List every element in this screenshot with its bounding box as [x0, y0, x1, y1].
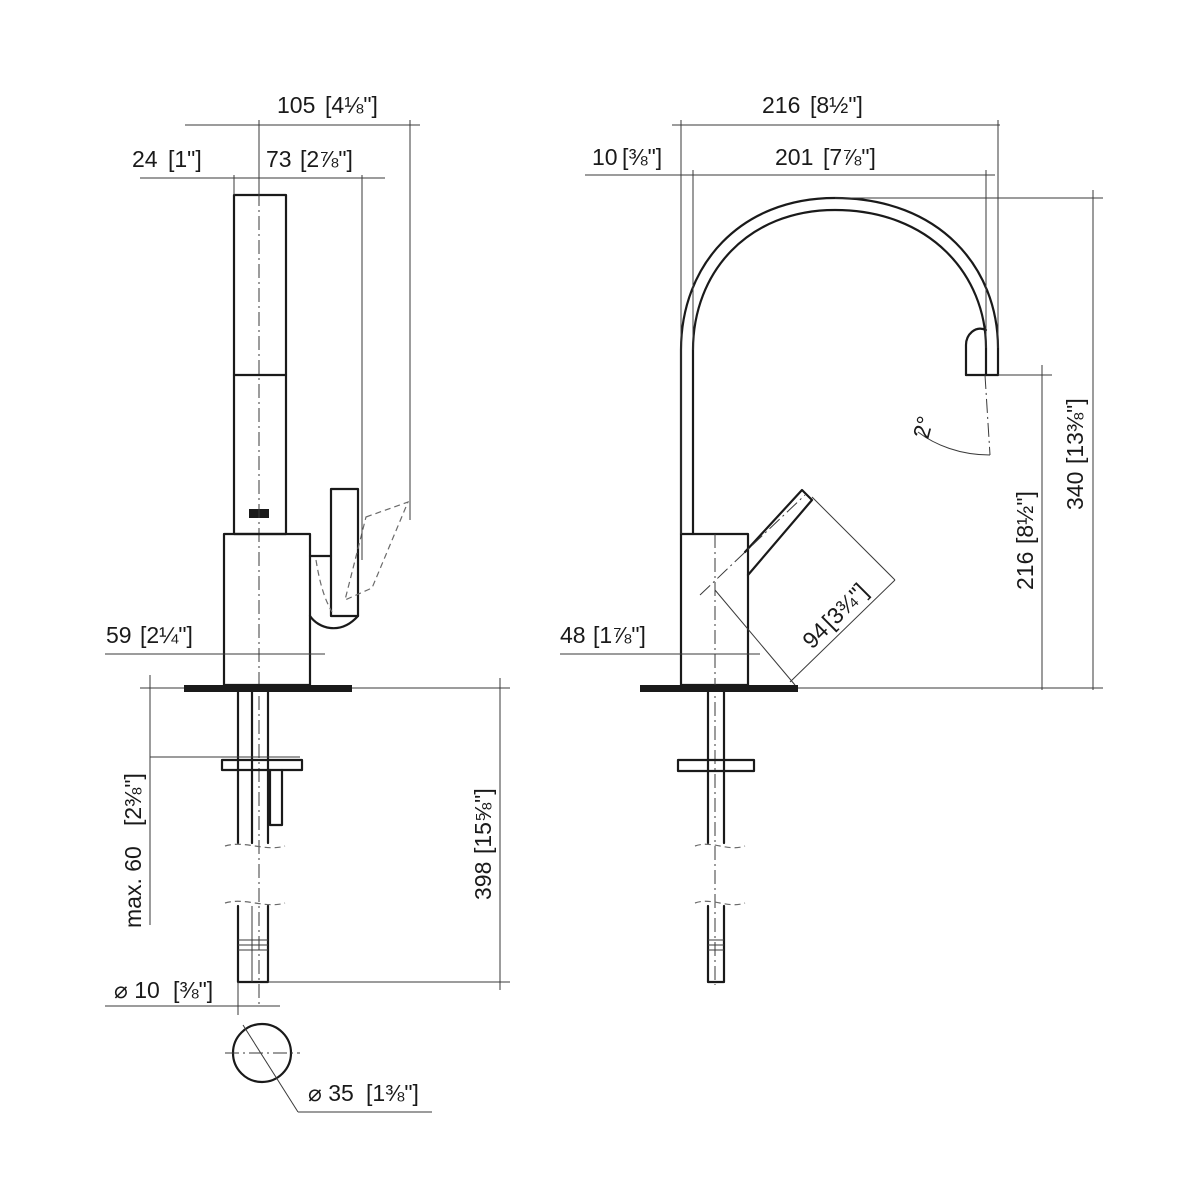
label-24-inch: [1"] — [168, 146, 202, 172]
front-spout-axis — [984, 374, 991, 456]
label-73: 73 [2⅞"] — [266, 146, 353, 172]
label-216-height-inch: [8½"] — [1012, 491, 1038, 544]
label-59-value: 59 — [106, 622, 132, 648]
side-deck-plate — [184, 685, 352, 692]
front-spout-nozzle — [964, 327, 988, 377]
side-break-bottom — [224, 900, 286, 906]
label-10-inch: [⅜"] — [622, 144, 662, 170]
front-deck-plate — [640, 685, 798, 692]
label-216-width-fraction: 8½" — [816, 92, 856, 118]
label-10: 10 [⅜"] — [592, 144, 662, 170]
label-105-inch: [4⅛"] — [325, 92, 378, 118]
label-216-width-inch: [8½"] — [810, 92, 863, 118]
label-59: 59 [2¼"] — [106, 622, 193, 648]
side-lever — [329, 487, 360, 618]
label-340: 340 [13⅜"] — [1062, 398, 1088, 510]
side-mounting-plate — [220, 758, 304, 772]
label-201-value: 201 — [775, 144, 813, 170]
label-398-inch: [15⅝"] — [470, 788, 496, 854]
label-398-fraction: 15⅝" — [470, 795, 496, 848]
side-base-leader — [242, 1024, 299, 1113]
label-10-value: 10 — [592, 144, 618, 170]
label-diameter-10: ⌀ 10 [⅜"] — [114, 977, 213, 1003]
label-398: 398 [15⅝"] — [470, 788, 496, 900]
label-48-fraction: 1⅞" — [599, 622, 639, 648]
side-shank — [236, 690, 270, 845]
side-lever-neck — [308, 554, 360, 630]
label-94-fraction: 3¾" — [821, 582, 868, 629]
label-diameter-10-inch: [⅜"] — [173, 977, 213, 1003]
label-angle-value: 2° — [908, 413, 939, 441]
side-spout-column — [232, 193, 288, 536]
dim-angle-arc — [917, 431, 991, 456]
label-73-value: 73 — [266, 146, 292, 172]
side-connector-threads — [238, 906, 268, 982]
label-max60-inch: [2⅜"] — [120, 773, 146, 826]
label-105-fraction: 4⅛" — [331, 92, 371, 118]
label-10-fraction: ⅜" — [628, 144, 655, 170]
label-73-fraction: 2⅞" — [306, 146, 346, 172]
label-max60: max. 60 [2⅜"] — [120, 773, 146, 928]
label-216-width: 216 [8½"] — [762, 92, 863, 118]
front-lever-axis — [699, 494, 806, 596]
label-94: 94 [3¾"] — [797, 578, 873, 654]
label-diameter-35-inch: [1⅜"] — [366, 1080, 419, 1106]
side-view: 105 [4⅛"] 24 [1"] 73 [2⅞"] 59 [2¼"] max.… — [105, 92, 510, 1113]
label-216-height-value: 216 — [1012, 552, 1038, 590]
label-201-fraction: 7⅞" — [829, 144, 869, 170]
front-break-bottom — [694, 900, 746, 906]
dim-94-ext-b — [714, 589, 796, 686]
label-angle: 2° — [908, 413, 939, 441]
front-mounting-plate — [676, 758, 756, 773]
label-48: 48 [1⅞"] — [560, 622, 646, 648]
label-340-value: 340 — [1062, 472, 1088, 510]
label-24-fraction: 1" — [174, 146, 195, 172]
label-max60-value: max. 60 — [120, 846, 146, 928]
label-diameter-35-value: ⌀ 35 — [308, 1080, 354, 1106]
front-shank — [706, 690, 726, 845]
side-lever-open-position — [344, 500, 410, 602]
front-view: 216 [8½"] 10 [⅜"] 201 [7⅞"] 48 [1⅞"] 94 … — [560, 92, 1103, 985]
label-48-value: 48 — [560, 622, 586, 648]
label-105-value: 105 — [277, 92, 315, 118]
side-body — [222, 532, 312, 687]
label-201: 201 [7⅞"] — [775, 144, 876, 170]
label-diameter-35: ⌀ 35 [1⅜"] — [308, 1080, 419, 1106]
front-break-top — [694, 843, 746, 849]
label-diameter-10-value: ⌀ 10 — [114, 977, 160, 1003]
label-216-height-fraction: 8½" — [1012, 497, 1038, 537]
label-24: 24 [1"] — [132, 146, 202, 172]
label-340-inch: [13⅜"] — [1062, 398, 1088, 464]
label-59-inch: [2¼"] — [140, 622, 193, 648]
label-105: 105 [4⅛"] — [277, 92, 378, 118]
side-hose — [268, 768, 284, 827]
label-398-value: 398 — [470, 862, 496, 900]
label-59-fraction: 2¼" — [146, 622, 186, 648]
side-break-top — [224, 843, 286, 849]
label-216-height: 216 [8½"] — [1012, 491, 1038, 590]
label-diameter-10-fraction: ⅜" — [179, 977, 206, 1003]
front-connector-threads — [708, 939, 724, 951]
front-lever — [743, 488, 814, 577]
label-216-width-value: 216 — [762, 92, 800, 118]
side-lower-shank — [236, 904, 270, 984]
front-spout-outer — [679, 196, 1000, 536]
label-201-inch: [7⅞"] — [823, 144, 876, 170]
front-spout-inner — [691, 208, 988, 536]
dim-94-ext-a — [811, 496, 896, 581]
front-lower-shank — [706, 904, 726, 984]
label-diameter-35-fraction: 1⅜" — [372, 1080, 412, 1106]
side-lever-swing — [315, 559, 333, 613]
label-94-inch: [3¾"] — [817, 578, 873, 634]
dim-94-line — [789, 579, 896, 683]
label-24-value: 24 — [132, 146, 158, 172]
label-73-inch: [2⅞"] — [300, 146, 353, 172]
label-340-fraction: 13⅜" — [1062, 405, 1088, 458]
label-max60-fraction: 2⅜" — [120, 779, 146, 819]
label-48-inch: [1⅞"] — [593, 622, 646, 648]
